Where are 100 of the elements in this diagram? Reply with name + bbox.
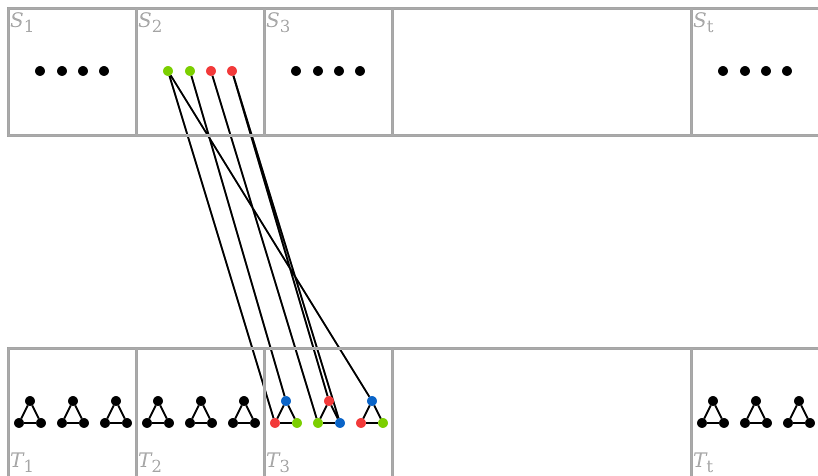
edge-line xyxy=(323,422,335,424)
vertex-dot xyxy=(25,396,35,406)
edge-line xyxy=(362,405,371,419)
set-label: S$_{1}$ xyxy=(10,8,34,37)
vertex-dot xyxy=(761,66,771,76)
vertex-dot xyxy=(35,66,45,76)
vertex-dot xyxy=(335,418,345,428)
vertex-dot xyxy=(782,66,792,76)
vertex-dot xyxy=(250,418,260,428)
edge-line xyxy=(330,405,339,419)
vertex-dot xyxy=(291,66,301,76)
vertex-dot xyxy=(718,66,728,76)
vertex-dot xyxy=(57,66,67,76)
edge-line xyxy=(159,405,168,419)
edge-line xyxy=(319,405,328,419)
set-box xyxy=(7,347,138,476)
edge-line xyxy=(110,422,122,424)
set-label: T$_{3}$ xyxy=(266,448,290,476)
edge-line xyxy=(67,422,79,424)
set-box xyxy=(135,7,266,137)
vertex-dot xyxy=(14,418,24,428)
set-box xyxy=(690,7,818,137)
vertex-dot xyxy=(153,396,163,406)
vertex-dot xyxy=(185,418,195,428)
vertex-dot xyxy=(719,418,729,428)
vertex-dot xyxy=(78,66,88,76)
edge-line xyxy=(168,76,274,418)
edge-line xyxy=(245,405,254,419)
vertex-dot xyxy=(164,418,174,428)
vertex-dot xyxy=(36,418,46,428)
edge-line xyxy=(24,422,36,424)
vertex-dot xyxy=(378,418,388,428)
edge-line xyxy=(757,405,766,419)
edge-line xyxy=(195,422,207,424)
edge-line xyxy=(707,422,719,424)
edge-line xyxy=(232,76,329,396)
edge-line xyxy=(202,405,211,419)
vertex-dot xyxy=(185,66,195,76)
vertex-dot xyxy=(100,418,110,428)
vertex-dot xyxy=(740,418,750,428)
edge-line xyxy=(238,422,250,424)
vertex-dot xyxy=(281,396,291,406)
edge-line xyxy=(366,422,378,424)
vertex-dot xyxy=(122,418,132,428)
vertex-dot xyxy=(805,418,815,428)
vertex-dot xyxy=(292,418,302,428)
vertex-dot xyxy=(163,66,173,76)
vertex-dot xyxy=(142,418,152,428)
edge-line xyxy=(746,405,755,419)
edge-line xyxy=(20,405,29,419)
edge-line xyxy=(63,405,72,419)
vertex-dot xyxy=(367,396,377,406)
vertex-dot xyxy=(270,418,280,428)
vertex-dot xyxy=(99,66,109,76)
edge-line xyxy=(750,422,762,424)
vertex-dot xyxy=(708,396,718,406)
vertex-dot xyxy=(324,396,334,406)
edge-line xyxy=(106,405,115,419)
vertex-dot xyxy=(206,66,216,76)
edge-line xyxy=(191,405,200,419)
vertex-dot xyxy=(334,66,344,76)
edge-line xyxy=(234,405,243,419)
edge-line xyxy=(793,422,805,424)
edge-line xyxy=(170,74,370,398)
vertex-dot xyxy=(227,66,237,76)
set-label: S$_{t}$ xyxy=(693,8,714,37)
vertex-dot xyxy=(313,66,323,76)
set-label: S$_{2}$ xyxy=(138,8,162,37)
edge-line xyxy=(373,405,382,419)
vertex-dot xyxy=(751,396,761,406)
set-label: S$_{3}$ xyxy=(266,8,290,37)
vertex-dot xyxy=(207,418,217,428)
set-label: T$_{t}$ xyxy=(693,448,714,476)
vertex-dot xyxy=(313,418,323,428)
vertex-dot xyxy=(794,396,804,406)
edge-line xyxy=(276,405,285,419)
vertex-dot xyxy=(356,418,366,428)
vertex-dot xyxy=(111,396,121,406)
edge-line xyxy=(789,405,798,419)
edge-line xyxy=(152,422,164,424)
vertex-dot xyxy=(697,418,707,428)
vertex-dot xyxy=(228,418,238,428)
set-label: T$_{1}$ xyxy=(10,448,34,476)
edge-line xyxy=(212,76,318,418)
vertex-dot xyxy=(762,418,772,428)
edge-line xyxy=(74,405,83,419)
vertex-dot xyxy=(57,418,67,428)
vertex-dot xyxy=(783,418,793,428)
set-box xyxy=(391,7,693,137)
vertex-dot xyxy=(68,396,78,406)
edge-line xyxy=(190,76,286,396)
edge-line xyxy=(703,405,712,419)
set-label: T$_{2}$ xyxy=(138,448,162,476)
vertex-dot xyxy=(239,396,249,406)
edge-line xyxy=(714,405,723,419)
vertex-dot xyxy=(355,66,365,76)
vertex-dot xyxy=(196,396,206,406)
edge-line xyxy=(148,405,157,419)
edge-line xyxy=(31,405,40,419)
edge-line xyxy=(800,405,809,419)
